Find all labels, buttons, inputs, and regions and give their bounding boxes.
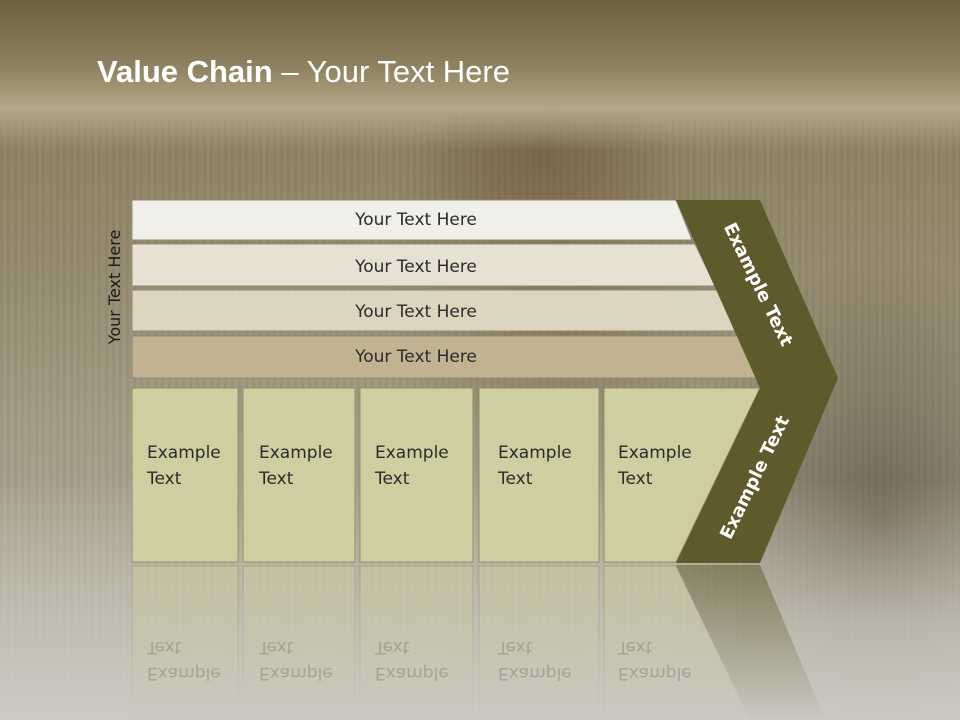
cell-5-reflection-line2: Text [618,637,653,657]
chevron-arrow [676,200,838,563]
cell-4-line2: Text [498,469,533,489]
row-4-label: Your Text Here [354,347,477,367]
cell-1-label: Example Text [147,440,221,492]
cell-2-line2: Text [259,469,294,489]
row-1-band [131,199,693,241]
row-2-label: Your Text Here [354,257,477,277]
cell-2-line1: Example [259,443,333,463]
cell-1-line2: Text [147,469,182,489]
cell-5-line2: Text [618,469,653,489]
cell-4-reflection-line2: Text [498,637,533,657]
cell-5-reflection-line1: Example [618,663,692,683]
cell-5-line1: Example [618,443,692,463]
title-rest: – Your Text Here [272,54,510,89]
title-band [0,0,960,150]
cell-2-reflection-line2: Text [259,637,294,657]
row-3-label: Your Text Here [354,302,477,322]
cell-3 [359,387,474,563]
title-bold: Value Chain [97,54,273,89]
slide-title: Value Chain – Your Text Here [97,54,510,94]
reflection [131,565,826,720]
cell-2-reflection-line1: Example [259,663,333,683]
cell-4-reflection-line1: Example [498,663,572,683]
cell-5 [603,387,761,563]
cell-2-label: Example Text [259,440,333,492]
cell-5-label: Example Text [618,440,692,492]
cell-4 [478,387,600,563]
row-1-label: Your Text Here [354,210,477,230]
cell-1-line1: Example [147,443,221,463]
cell-3-label: Example Text [375,440,449,492]
cell-1-reflection-line1: Example [147,663,221,683]
cell-4-label: Example Text [498,440,572,492]
cell-2 [242,387,356,563]
cell-3-reflection: Example Text [375,634,449,686]
cell-1-reflection-line2: Text [147,637,182,657]
cell-1-reflection: Example Text [147,634,221,686]
cell-2-reflection: Example Text [259,634,333,686]
cell-3-reflection-line1: Example [375,663,449,683]
cell-3-line1: Example [375,443,449,463]
cell-3-reflection-line2: Text [375,637,410,657]
cell-3-line2: Text [375,469,410,489]
cell-5-reflection: Example Text [618,634,692,686]
cell-1 [131,387,239,563]
cell-4-reflection: Example Text [498,634,572,686]
cell-4-line1: Example [498,443,572,463]
